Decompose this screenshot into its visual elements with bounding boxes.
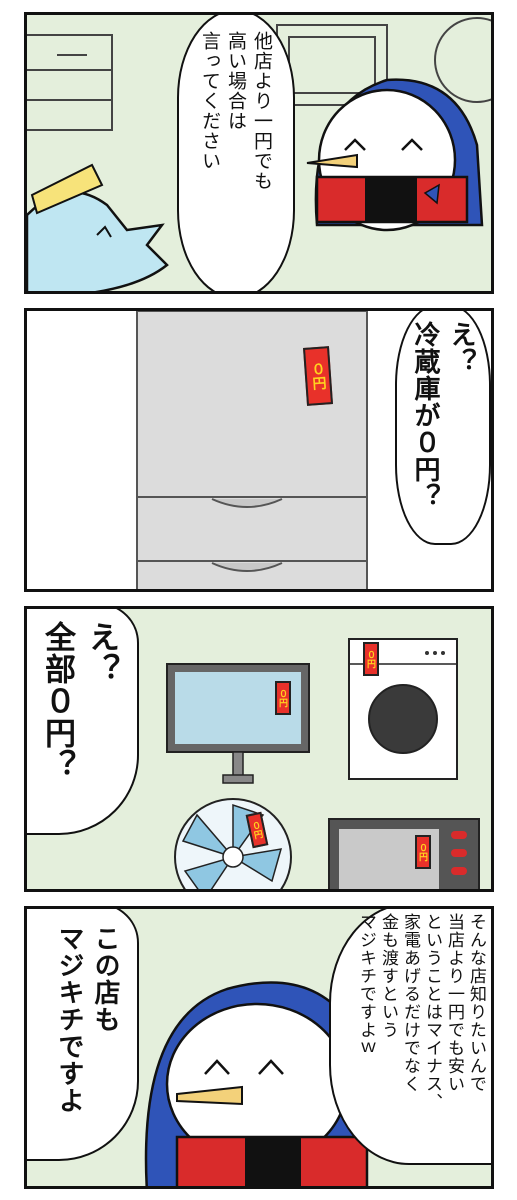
speech-line: 家電あげるだけでなく bbox=[400, 913, 420, 1093]
panel-3-art bbox=[166, 638, 480, 889]
penguin-beak bbox=[176, 1085, 243, 1106]
speech-line: 冷蔵庫が０円？ bbox=[410, 321, 440, 510]
panel-3: ０円 ０円 ０円 ０円 え？ 全部０円？ bbox=[24, 606, 494, 892]
refrigerator bbox=[136, 311, 368, 589]
speech-line: ということはマイナス、 bbox=[422, 913, 442, 1111]
speech-line: 高い場合は bbox=[225, 31, 247, 131]
drawer-handle bbox=[211, 562, 283, 572]
cabinet bbox=[27, 34, 113, 131]
panel-1: 他店より一円でも 高い場合は 言ってください bbox=[24, 12, 494, 294]
speech-line: え？ bbox=[446, 321, 476, 375]
price-tag-zero: ０円 bbox=[363, 642, 379, 676]
speech-line: え？ bbox=[83, 621, 119, 685]
speech-text-3: え？ 全部０円？ bbox=[35, 621, 123, 781]
speech-text-1: 他店より一円でも 高い場合は 言ってください bbox=[197, 31, 275, 191]
speech-bubble-3: え？ 全部０円？ bbox=[27, 609, 139, 835]
panel-4-art bbox=[144, 981, 369, 1186]
speech-line: 全部０円？ bbox=[39, 621, 75, 781]
speech-bubble-2: え？ 冷蔵庫が０円？ bbox=[395, 311, 491, 545]
blue-character-hat bbox=[30, 163, 104, 215]
panel-1-art bbox=[27, 17, 491, 291]
speech-line: 当店より一円でも安い bbox=[444, 913, 464, 1093]
speech-line: マジキチですよｗ bbox=[356, 913, 376, 1057]
penguin-beak bbox=[306, 153, 358, 169]
speech-text-2: え？ 冷蔵庫が０円？ bbox=[407, 321, 479, 510]
speech-line: 他店より一円でも bbox=[251, 31, 273, 191]
speech-bubble-4-left: この店も マジキチですよ bbox=[27, 909, 139, 1161]
speech-line: そんな店知りたいんで bbox=[466, 913, 486, 1093]
speech-text-4-right: そんな店知りたいんで 当店より一円でも安い ということはマイナス、 家電あげるだ… bbox=[355, 913, 487, 1111]
speech-line: 言ってください bbox=[199, 31, 221, 171]
speech-line: マジキチですよ bbox=[54, 925, 84, 1114]
price-tag-zero: ０円 bbox=[415, 835, 431, 869]
washer-outline bbox=[434, 17, 491, 103]
speech-line: この店も bbox=[90, 925, 120, 1033]
speech-line: 金も渡すという bbox=[378, 913, 398, 1039]
price-tag-zero: ０円 bbox=[275, 681, 291, 715]
speech-text-4-left: この店も マジキチですよ bbox=[51, 925, 123, 1114]
drawer-handle bbox=[211, 498, 283, 508]
panel-4: そんな店知りたいんで 当店より一円でも安い ということはマイナス、 家電あげるだ… bbox=[24, 906, 494, 1189]
speech-bubble-1: 他店より一円でも 高い場合は 言ってください bbox=[177, 15, 295, 291]
price-tag-zero: ０円 bbox=[303, 346, 333, 406]
panel-2: ０円 え？ 冷蔵庫が０円？ bbox=[24, 308, 494, 592]
speech-bubble-4-right: そんな店知りたいんで 当店より一円でも安い ということはマイナス、 家電あげるだ… bbox=[329, 909, 491, 1165]
